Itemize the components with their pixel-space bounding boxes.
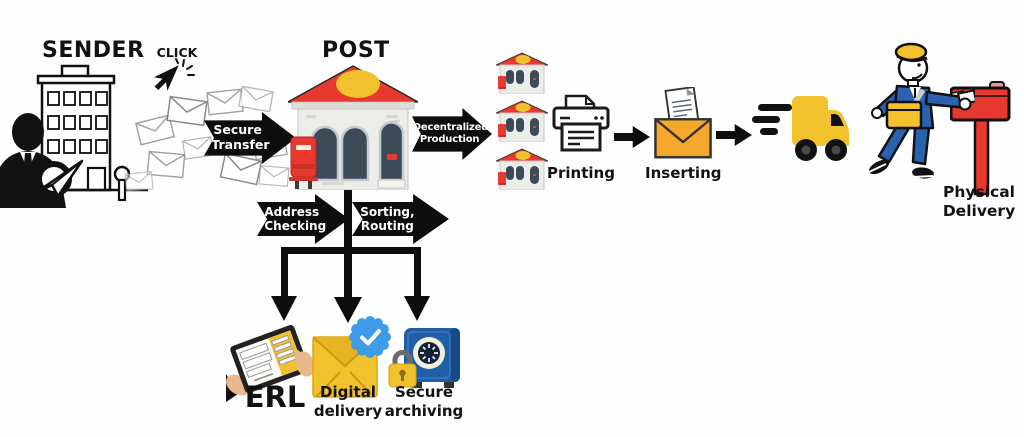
delivery-truck-icon	[752, 96, 849, 161]
mini-post-office-icon	[496, 148, 548, 190]
printing-label: Printing	[547, 164, 615, 182]
printing-to-inserting-arrow	[614, 126, 650, 148]
physical-delivery-label: Physical Delivery	[942, 183, 1016, 221]
branch-horizontal-line	[281, 247, 421, 254]
address-checking-arrow: Address Checking	[257, 194, 349, 244]
safe-padlock-icon	[388, 328, 460, 388]
postman-icon	[868, 42, 975, 179]
mini-post-office-icon	[496, 100, 548, 142]
sender-building-icon	[0, 64, 148, 208]
tablet-hands-icon	[226, 325, 314, 402]
envelope-letter-icon	[654, 87, 712, 159]
click-label: CLICK	[156, 45, 198, 60]
arrowhead-to-erl	[271, 296, 297, 321]
branch-right-line	[414, 247, 421, 299]
sorting-routing-arrow: Sorting, Routing	[352, 194, 449, 244]
post-label: POST	[322, 38, 390, 63]
post-mailbox-icon	[289, 136, 318, 189]
mini-post-office-icon	[496, 52, 548, 94]
decentralized-production-arrow: Decentralized Production	[412, 108, 492, 160]
click-cursor-icon	[153, 58, 195, 91]
inserting-to-truck-arrow	[716, 124, 752, 146]
erl-label: ERL	[244, 380, 306, 414]
post-branch-trunk-line	[344, 190, 352, 300]
verified-badge-icon	[349, 316, 391, 358]
sender-label: SENDER	[42, 38, 145, 63]
arrowhead-to-secure-archiving	[404, 296, 430, 321]
branch-left-line	[281, 247, 288, 299]
digital-delivery-label: Digital delivery	[313, 383, 383, 420]
printer-icon	[552, 94, 610, 152]
secure-archiving-label: Secure archiving	[384, 383, 464, 420]
arrowhead-to-digital-delivery	[334, 297, 362, 323]
inserting-label: Inserting	[645, 164, 722, 182]
sender-person-silhouette	[0, 113, 84, 208]
